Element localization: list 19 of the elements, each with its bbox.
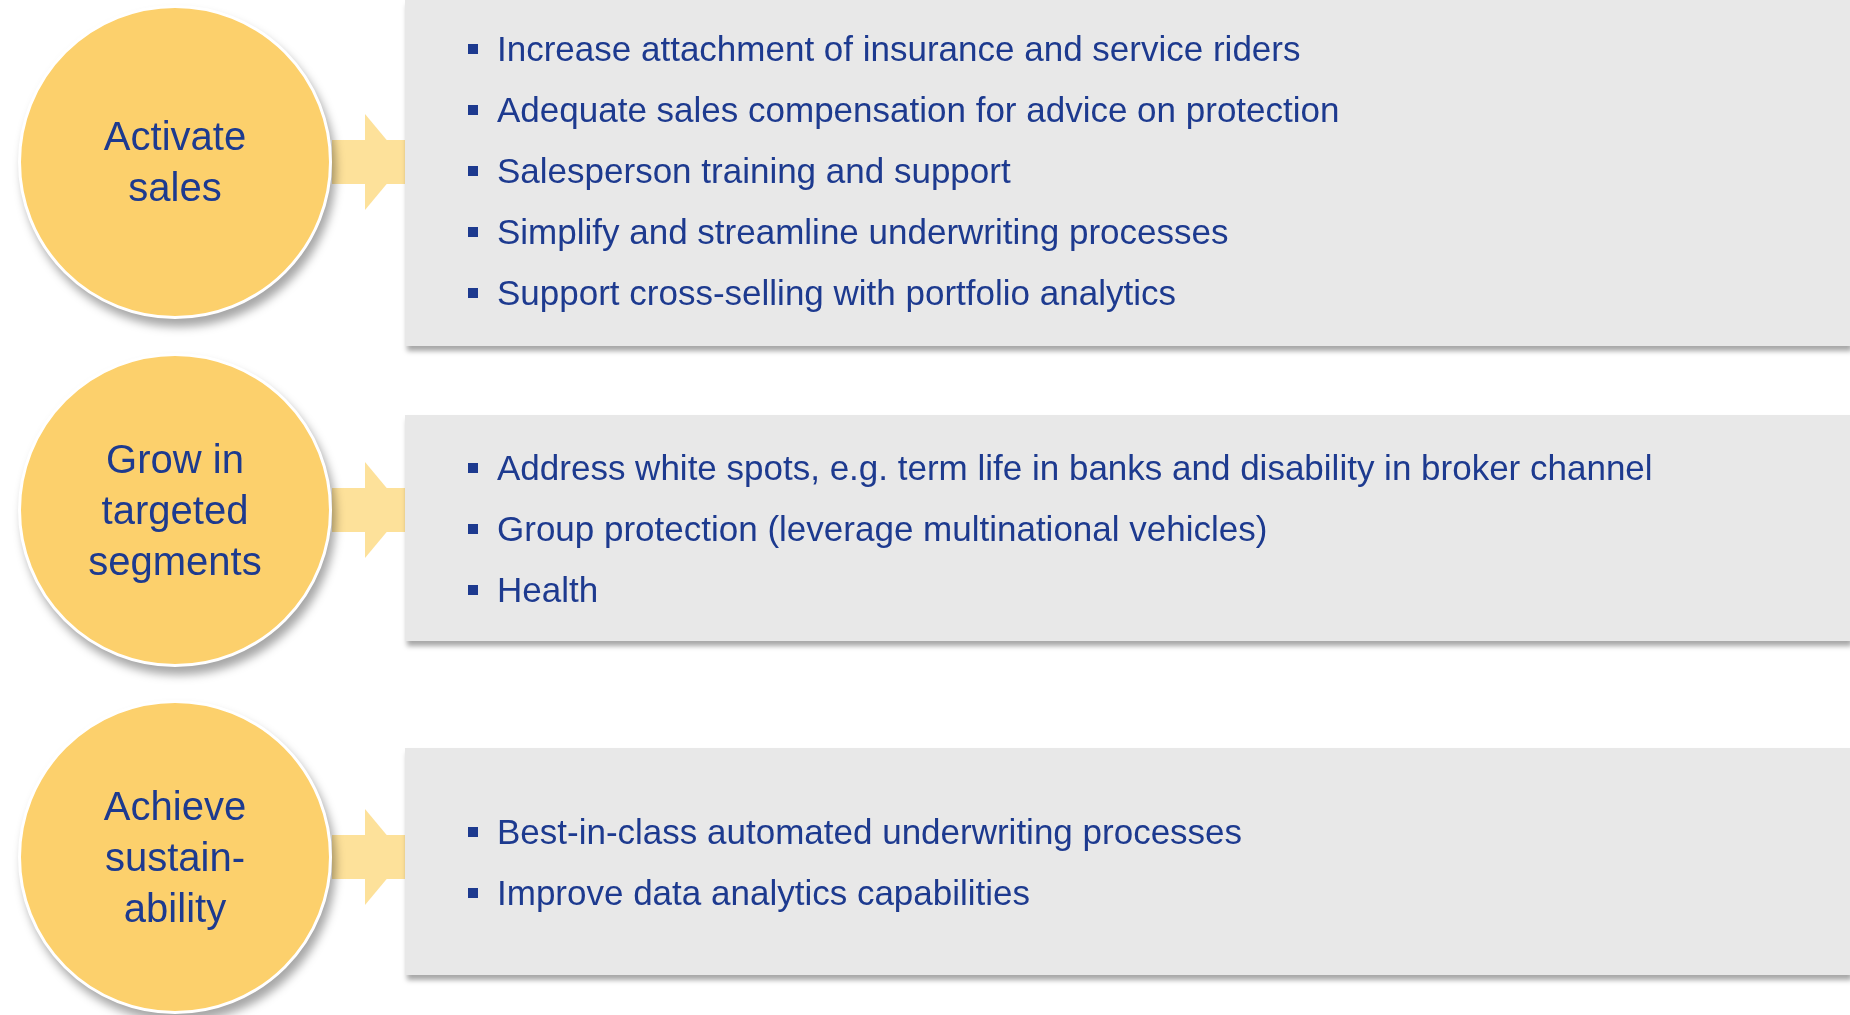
goal-label: Grow in targeted segments	[87, 435, 263, 585]
bullet-text: Simplify and streamline underwriting processes	[497, 211, 1229, 252]
goal-label: Achieve sustain-ability	[102, 782, 248, 932]
block-arrow	[332, 114, 405, 210]
bullet-text: Health	[497, 569, 599, 610]
bullet-text: Improve data analytics capabilities	[497, 872, 1031, 913]
bullet-panel	[405, 415, 1850, 641]
bullet-text: Increase attachment of insurance and service riders	[497, 28, 1301, 69]
bullet-panel	[405, 0, 1850, 346]
bullet-text: Best-in-class automated underwriting processes	[497, 811, 1243, 852]
bullet-text: Group protection (leverage multinational vehicles)	[497, 508, 1268, 549]
goal-label: Activate sales	[102, 113, 248, 211]
bullet-text: Address white spots, e.g. term life in banks and disability in broker channel	[497, 447, 1653, 488]
bullet-text: Adequate sales compensation for advice on protection	[497, 89, 1340, 130]
block-arrow	[332, 809, 405, 905]
block-arrow	[332, 462, 405, 558]
bullet-panel	[405, 748, 1850, 975]
bullet-text: Support cross-selling with portfolio analytics	[497, 272, 1176, 313]
bullet-text: Salesperson training and support	[497, 150, 1011, 191]
